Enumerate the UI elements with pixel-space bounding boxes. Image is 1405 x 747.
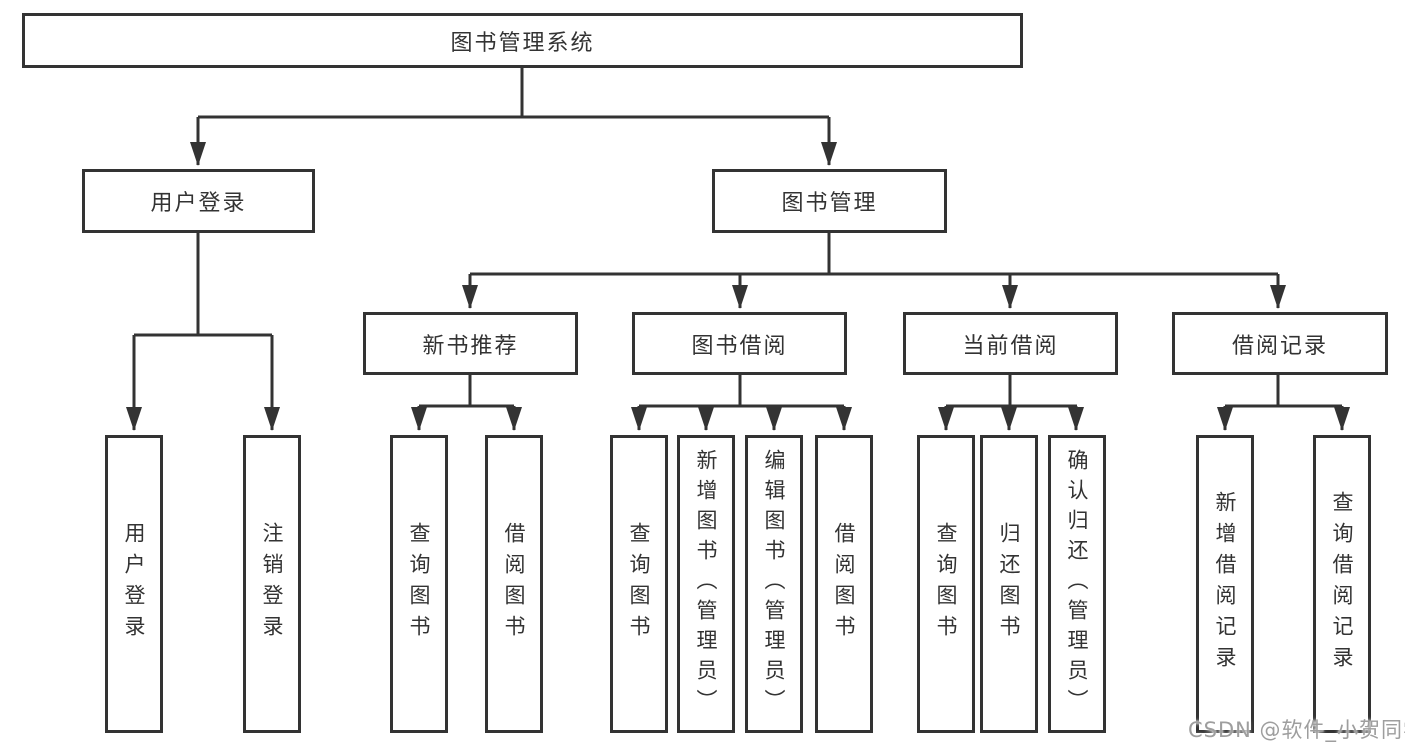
leaf-logout: 注销登录 bbox=[243, 435, 301, 733]
leaf-query-book-borrow: 查询图书 bbox=[610, 435, 668, 733]
node-root-system: 图书管理系统 bbox=[22, 13, 1023, 68]
leaf-return-book: 归还图书 bbox=[980, 435, 1038, 733]
leaf-query-book-current: 查询图书 bbox=[917, 435, 975, 733]
leaf-borrow-book-recommend: 借阅图书 bbox=[485, 435, 543, 733]
leaf-borrow-book: 借阅图书 bbox=[815, 435, 873, 733]
leaf-confirm-return-admin: 确认归还（管理员） bbox=[1048, 435, 1106, 733]
node-book-management: 图书管理 bbox=[712, 169, 947, 233]
node-current-borrow: 当前借阅 bbox=[903, 312, 1118, 375]
leaf-user-login: 用户登录 bbox=[105, 435, 163, 733]
leaf-query-borrow-record: 查询借阅记录 bbox=[1313, 435, 1371, 733]
csdn-watermark: CSDN @软件_小贺同学 bbox=[1188, 718, 1405, 742]
leaf-add-book-admin: 新增图书（管理员） bbox=[677, 435, 735, 733]
connector-arrows bbox=[126, 117, 1350, 431]
connector-trunks bbox=[134, 68, 1342, 408]
leaf-query-book-recommend: 查询图书 bbox=[390, 435, 448, 733]
node-user-login: 用户登录 bbox=[82, 169, 315, 233]
node-book-borrow: 图书借阅 bbox=[632, 312, 847, 375]
leaf-edit-book-admin: 编辑图书（管理员） bbox=[745, 435, 803, 733]
node-new-book-recommend: 新书推荐 bbox=[363, 312, 578, 375]
leaf-add-borrow-record: 新增借阅记录 bbox=[1196, 435, 1254, 733]
node-borrow-records: 借阅记录 bbox=[1172, 312, 1388, 375]
